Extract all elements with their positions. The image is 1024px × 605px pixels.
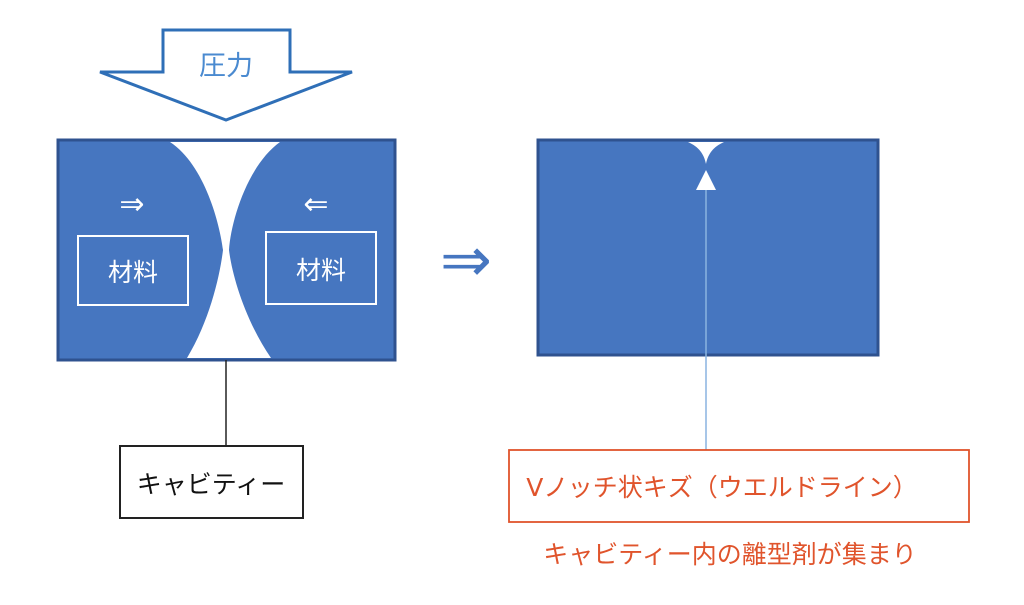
flow-arrow-left-icon: ⇐ bbox=[303, 187, 328, 222]
cavity-gap bbox=[170, 142, 280, 358]
right-mold-panel bbox=[536, 138, 880, 357]
pressure-label: 圧力 bbox=[199, 51, 253, 82]
cavity-label: キャビティー bbox=[137, 470, 286, 499]
flow-arrow-right-icon: ⇒ bbox=[119, 187, 144, 222]
defect-pointer-arrowhead bbox=[696, 170, 716, 190]
material-label-right: 材料 bbox=[296, 256, 346, 285]
transition-arrow-icon: ⇒ bbox=[440, 223, 492, 296]
defect-label: Vノッチ状キズ（ウエルドライン） bbox=[526, 473, 918, 502]
material-box-right bbox=[265, 231, 377, 305]
material-box-left bbox=[77, 235, 189, 306]
cavity-label-box bbox=[119, 445, 304, 519]
v-notch bbox=[688, 142, 724, 164]
defect-note: キャビティー内の離型剤が集まり bbox=[543, 540, 917, 569]
material-label-left: 材料 bbox=[108, 258, 158, 287]
pressure-arrow bbox=[99, 28, 353, 122]
defect-label-box bbox=[508, 449, 970, 523]
